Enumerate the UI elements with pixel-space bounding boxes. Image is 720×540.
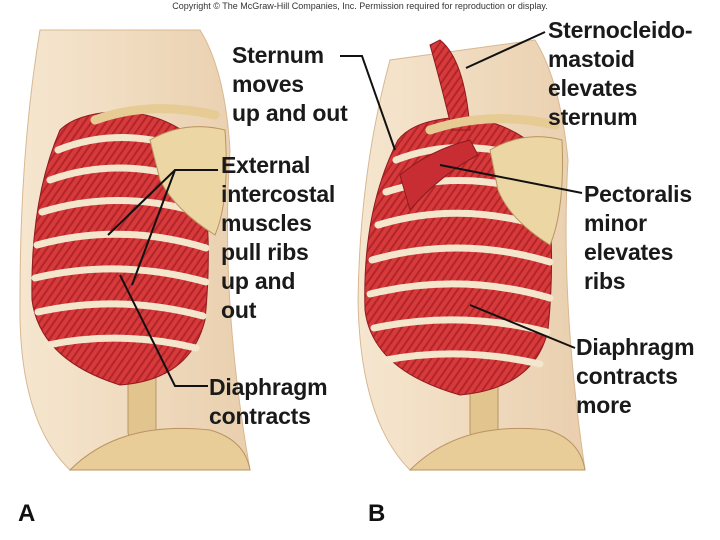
- panel-a-leader-lines: [107, 55, 396, 387]
- leader-pectoralis-minor: [439, 164, 583, 194]
- leader-external-intercostal-2: [131, 169, 176, 286]
- panel-b-clavicle: [425, 114, 560, 135]
- leader-diaphragm-a: [119, 274, 208, 387]
- panel-b-pelvis: [408, 427, 586, 471]
- label-diaphragm-contracts: Diaphragm contracts: [209, 374, 328, 429]
- label-sternum-moves: Sternum moves up and out: [232, 42, 348, 126]
- panel-b-leader-lines: [439, 31, 583, 349]
- label-diaphragm-contracts-more: Diaphragm contracts more: [576, 334, 695, 418]
- label-external-intercostal: External intercostal muscles pull ribs u…: [221, 152, 336, 323]
- panel-b-pectoralis-minor: [399, 139, 479, 212]
- panel-b-scapula: [489, 136, 563, 246]
- panel-a-figure: [19, 29, 251, 471]
- leader-sternocleidomastoid: [465, 31, 546, 69]
- panel-a-clavicle: [90, 104, 220, 125]
- panel-letter-b: B: [368, 500, 386, 527]
- panel-a-scapula: [149, 126, 227, 236]
- label-pectoralis-minor: Pectoralis minor elevates ribs: [584, 181, 692, 294]
- panel-letter-a: A: [18, 500, 36, 527]
- leader-sternum: [340, 55, 396, 151]
- panel-a-pelvis: [68, 427, 251, 471]
- copyright-notice: Copyright © The McGraw-Hill Companies, I…: [172, 1, 548, 11]
- leader-diaphragm-b: [469, 304, 576, 349]
- label-sternocleidomastoid: Sternocleido- mastoid elevates sternum: [548, 17, 693, 130]
- panel-b-sternocleidomastoid: [429, 39, 471, 131]
